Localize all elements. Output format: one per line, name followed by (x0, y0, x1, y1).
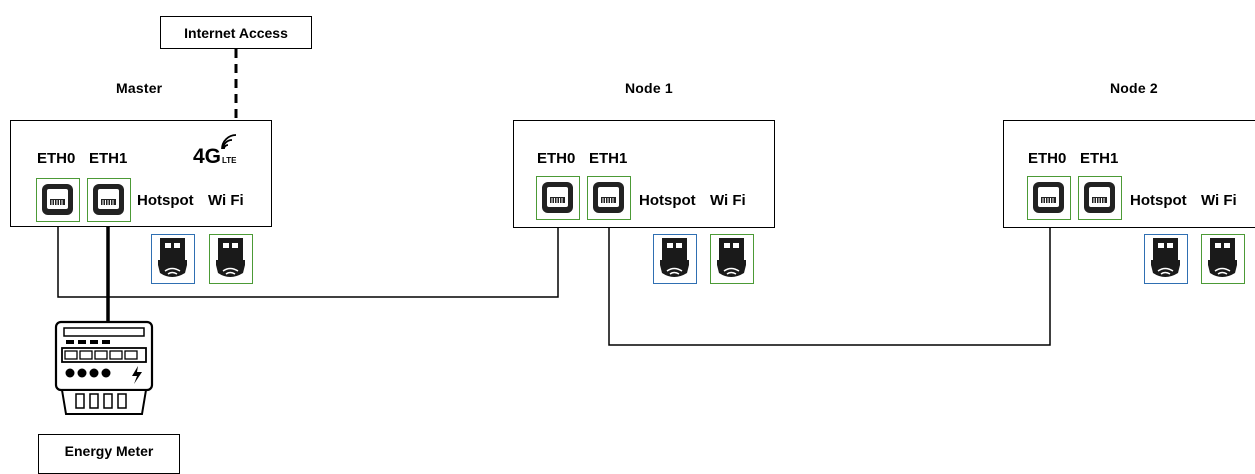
lte-4g-icon: 4G LTE (191, 131, 251, 171)
ethernet-port-icon (93, 184, 124, 215)
node1-eth1-to-node2-eth0-line (608, 222, 1051, 346)
node2-eth1-label: ETH1 (1080, 150, 1119, 167)
node1-wifi-dongle[interactable] (710, 234, 754, 284)
master-hotspot-label: Hotspot (137, 192, 194, 209)
node2-title: Node 2 (1110, 80, 1158, 96)
internet-access-text: Internet Access (184, 24, 288, 41)
node1-eth0-port[interactable] (536, 176, 580, 220)
ethernet-port-icon (593, 182, 624, 213)
node1-eth0-label: ETH0 (537, 150, 576, 167)
ethernet-port-icon (42, 184, 73, 215)
master-eth0-to-node1-eth0-line (57, 221, 559, 298)
node2-wifi-label: Wi Fi (1201, 192, 1237, 209)
wireless-dongle-icon (1208, 238, 1237, 277)
node1-hotspot-dongle[interactable] (653, 234, 697, 284)
wireless-dongle-icon (216, 238, 245, 277)
ethernet-port-icon (1033, 182, 1064, 213)
master-title: Master (116, 80, 163, 96)
wireless-dongle-icon (1151, 238, 1180, 277)
node1-hotspot-label: Hotspot (639, 192, 696, 209)
energy-meter-label: Energy Meter (38, 434, 180, 474)
node1-wifi-label: Wi Fi (710, 192, 746, 209)
wireless-dongle-icon (717, 238, 746, 277)
node2-eth1-port[interactable] (1078, 176, 1122, 220)
ethernet-port-icon (542, 182, 573, 213)
node1-eth1-port[interactable] (587, 176, 631, 220)
wireless-dongle-icon (660, 238, 689, 277)
master-eth0-label: ETH0 (37, 150, 76, 167)
node2-wifi-dongle[interactable] (1201, 234, 1245, 284)
node2-hotspot-label: Hotspot (1130, 192, 1187, 209)
node2-eth0-port[interactable] (1027, 176, 1071, 220)
energy-meter-icon (54, 320, 154, 415)
energy-meter-text: Energy Meter (64, 443, 154, 459)
ethernet-port-icon (1084, 182, 1115, 213)
master-eth1-port[interactable] (87, 178, 131, 222)
node2-eth0-label: ETH0 (1028, 150, 1067, 167)
node1-eth1-label: ETH1 (589, 150, 628, 167)
wireless-dongle-icon (158, 238, 187, 277)
master-wifi-label: Wi Fi (208, 192, 244, 209)
master-eth0-port[interactable] (36, 178, 80, 222)
lte-4g-text: 4G (193, 145, 222, 168)
master-wifi-dongle[interactable] (209, 234, 253, 284)
master-hotspot-dongle[interactable] (151, 234, 195, 284)
node2-hotspot-dongle[interactable] (1144, 234, 1188, 284)
master-eth1-label: ETH1 (89, 150, 128, 167)
node1-title: Node 1 (625, 80, 673, 96)
internet-access-label: Internet Access (160, 16, 312, 49)
signal-waves-icon (221, 134, 237, 150)
lte-small-text: LTE (222, 156, 237, 165)
